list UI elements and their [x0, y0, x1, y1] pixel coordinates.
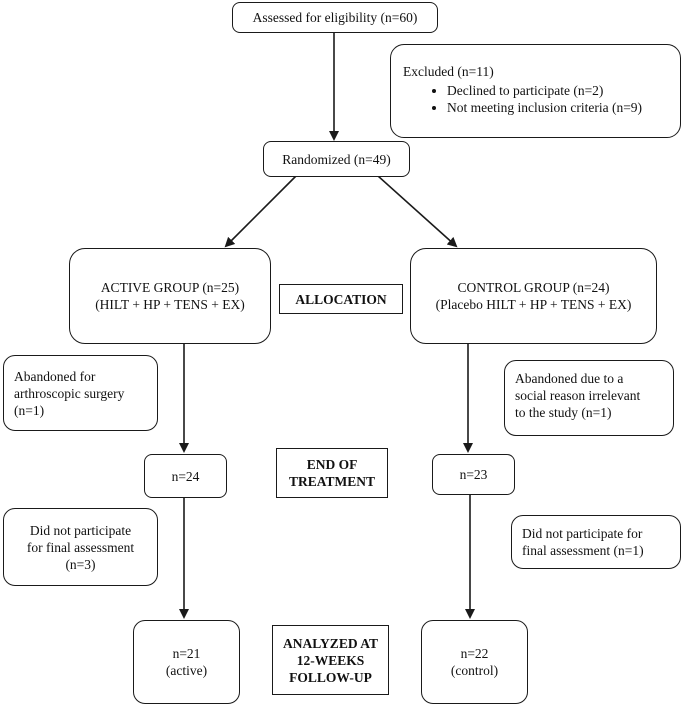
active-final-count: n=21 [172, 646, 201, 661]
active-group-box: ACTIVE GROUP (n=25) (HILT + HP + TENS + … [69, 248, 271, 344]
active-no-final-line: (n=3) [65, 556, 96, 572]
arrow-randomized-to-active [224, 175, 297, 248]
active-abandoned-line: (n=1) [14, 403, 45, 418]
eligibility-text: Assessed for eligibility (n=60) [252, 10, 418, 25]
active-final-group: (active) [165, 663, 208, 678]
excluded-item: Not meeting inclusion criteria (n=9) [447, 99, 670, 116]
arrow-randomized-to-control [377, 175, 458, 248]
end-of-treatment-line: TREATMENT [288, 474, 375, 489]
control-group-title: CONTROL GROUP (n=24) [457, 280, 610, 295]
control-no-final-box: Did not participate for final assessment… [511, 515, 681, 569]
end-of-treatment-line: END OF [306, 457, 358, 472]
active-no-final-box: Did not participate for final assessment… [3, 508, 158, 586]
analyzed-line: ANALYZED AT [283, 635, 378, 651]
control-abandoned-line: Abandoned due to a [515, 371, 624, 386]
control-final-group: (control) [450, 663, 499, 678]
control-end-text: n=23 [459, 467, 488, 482]
eligibility-box: Assessed for eligibility (n=60) [232, 2, 438, 33]
active-final-box: n=21 (active) [133, 620, 240, 704]
allocation-label-text: ALLOCATION [295, 291, 387, 307]
control-group-interventions: (Placebo HILT + HP + TENS + EX) [435, 297, 632, 312]
excluded-box: Excluded (n=11) Declined to participate … [390, 44, 681, 138]
control-abandoned-line: social reason irrelevant [515, 388, 641, 403]
excluded-title: Excluded (n=11) [403, 64, 494, 79]
randomized-text: Randomized (n=49) [282, 151, 391, 167]
control-end-box: n=23 [432, 454, 515, 495]
active-group-interventions: (HILT + HP + TENS + EX) [95, 297, 245, 312]
control-final-box: n=22 (control) [421, 620, 528, 704]
analyzed-label: ANALYZED AT 12-WEEKS FOLLOW-UP [272, 625, 389, 695]
active-abandoned-line: Abandoned for [14, 369, 96, 384]
control-abandoned-line: to the study (n=1) [515, 405, 612, 420]
control-abandoned-box: Abandoned due to a social reason irrelev… [504, 360, 674, 436]
analyzed-line: 12-WEEKS [296, 652, 365, 668]
analyzed-line: FOLLOW-UP [289, 669, 372, 685]
excluded-item: Declined to participate (n=2) [447, 82, 670, 99]
active-end-box: n=24 [144, 454, 227, 498]
active-abandoned-line: arthroscopic surgery [14, 386, 125, 401]
active-group-title: ACTIVE GROUP (n=25) [100, 280, 240, 295]
control-no-final-line: Did not participate for [522, 526, 643, 541]
active-abandoned-box: Abandoned for arthroscopic surgery (n=1) [3, 355, 158, 431]
active-end-text: n=24 [171, 468, 200, 484]
excluded-list: Declined to participate (n=2) Not meetin… [403, 82, 670, 116]
active-no-final-line: for final assessment [26, 539, 135, 555]
randomized-box: Randomized (n=49) [263, 141, 410, 177]
active-no-final-line: Did not participate [29, 522, 132, 538]
control-group-box: CONTROL GROUP (n=24) (Placebo HILT + HP … [410, 248, 657, 344]
end-of-treatment-label: END OF TREATMENT [276, 448, 388, 498]
control-no-final-line: final assessment (n=1) [522, 543, 644, 558]
control-final-count: n=22 [460, 646, 489, 661]
allocation-label: ALLOCATION [279, 284, 403, 314]
